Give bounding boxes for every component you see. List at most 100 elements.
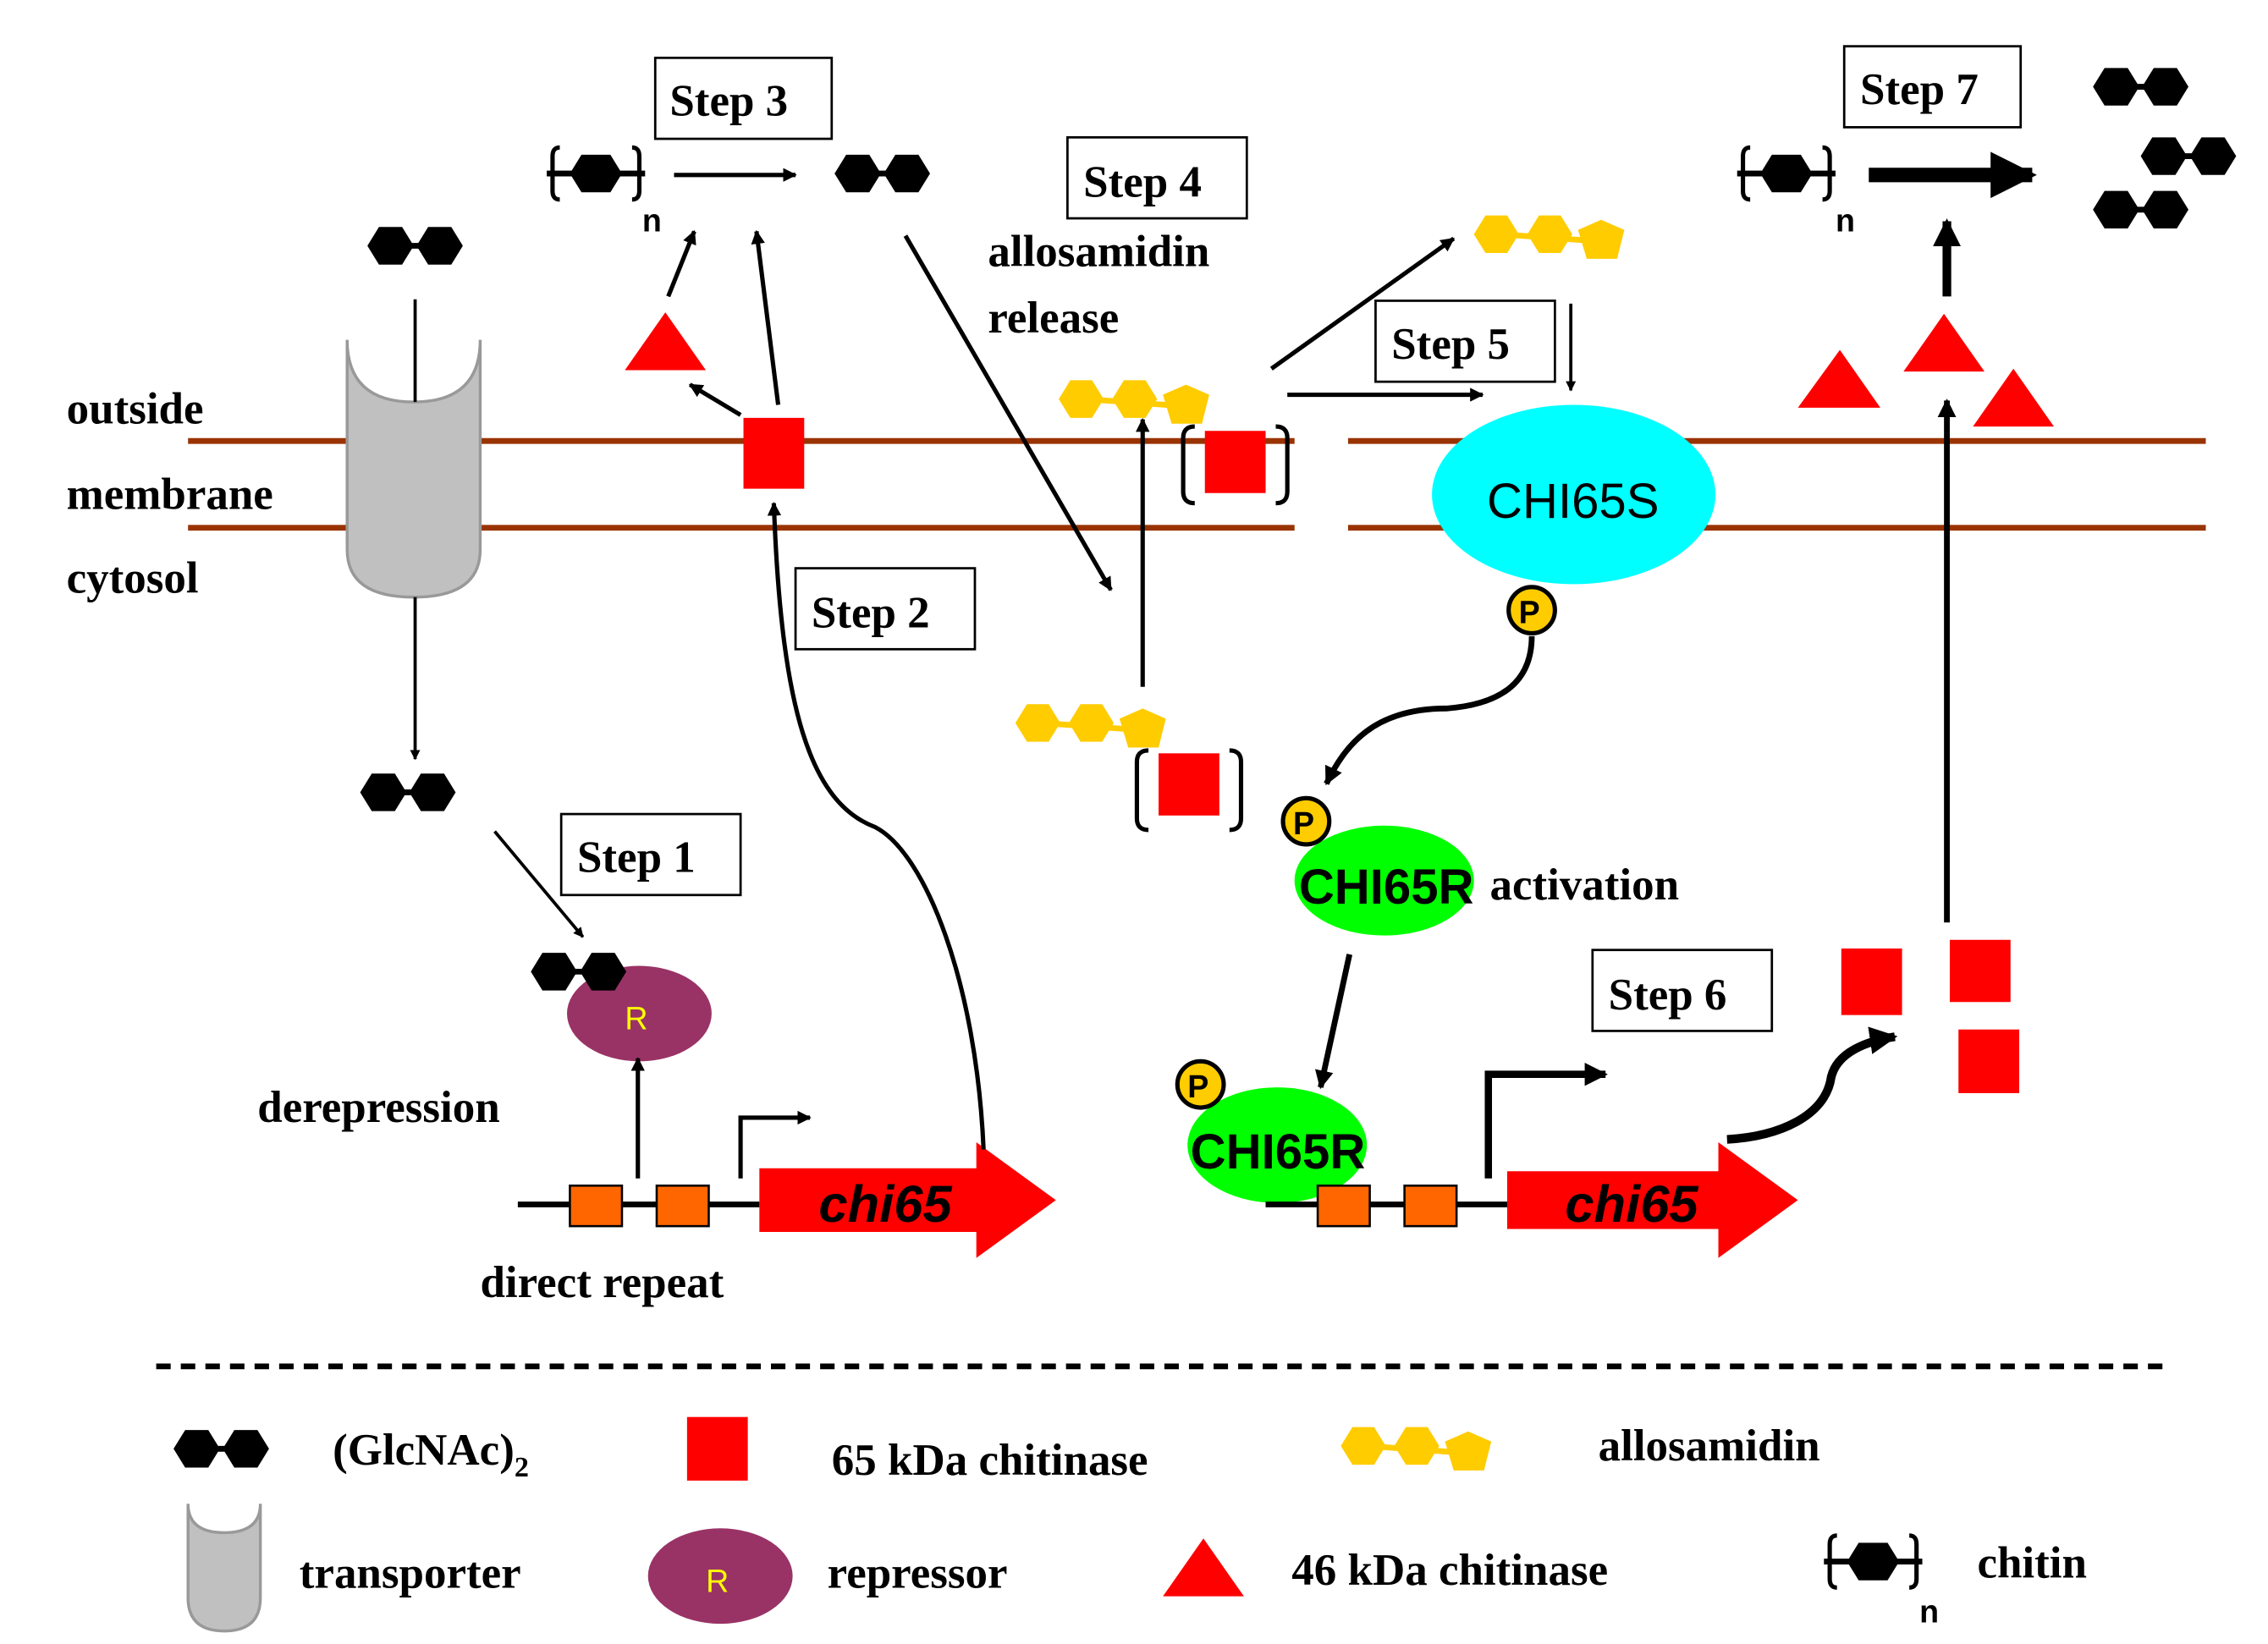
allosamidin-release-line2: release	[988, 294, 1119, 343]
chitinase65-allosamidin-cytosol-icon	[1159, 753, 1219, 816]
phospho-chi65r-active-icon	[1280, 795, 1332, 847]
chitinase46-step7-a	[1797, 349, 1880, 408]
derepression-label: derepression	[257, 1083, 499, 1132]
arrow-to-bound-chi65r	[1314, 954, 1353, 1090]
phospho-chi65s-letter: P	[1519, 595, 1540, 630]
chi65s-sensor-icon	[1432, 404, 1716, 585]
step1-label: Step 1	[577, 833, 696, 882]
gene-label-left: chi65	[818, 1175, 952, 1234]
glcnac2-cytosol-icon	[361, 773, 456, 811]
bracket-left-cytosol	[1134, 748, 1149, 833]
legend-transporter-label: transporter	[300, 1548, 521, 1597]
legend-glcnac2-icon	[173, 1430, 269, 1467]
step7-label: Step 7	[1860, 65, 1979, 114]
phospho-chi65s-icon	[1506, 585, 1557, 636]
chi65r-bound-label: CHI65R	[1191, 1124, 1366, 1179]
allosamidin-release-line1: allosamidin	[988, 227, 1209, 276]
allosamidin-free-icon	[1474, 216, 1625, 259]
bracket-left-membrane	[1181, 424, 1195, 506]
glcnac2-bound-repressor-icon	[531, 953, 626, 990]
direct-repeat-3	[1316, 1185, 1371, 1228]
legend-transporter-icon	[186, 1504, 262, 1633]
legend-repressor-letter: R	[706, 1563, 729, 1598]
direct-repeat-2	[655, 1185, 710, 1228]
label-membrane: membrane	[67, 470, 273, 520]
activation-label: activation	[1489, 860, 1679, 910]
step3-label: Step 3	[669, 77, 788, 126]
transporter-icon	[345, 339, 482, 599]
legend-chitin-label: chitin	[1977, 1538, 2087, 1587]
chitinase65-product-3	[1958, 1029, 2020, 1093]
arrow-46-to-chitin	[666, 229, 696, 298]
gene-arrow-right	[1506, 1142, 1798, 1258]
gene-label-right: chi65	[1565, 1175, 1698, 1234]
allosamidin-cytosol-icon	[1016, 704, 1166, 747]
glcnac2-product-step3-icon	[834, 155, 930, 192]
arrow-glcnac-to-cytosol	[903, 234, 1113, 591]
legend-repressor-icon	[647, 1528, 793, 1625]
chitinase65-membrane-icon	[743, 417, 805, 489]
legend-chitin-icon	[1824, 1536, 1922, 1588]
chitinase46-step7-b	[1903, 313, 1984, 372]
secretion-curve	[767, 502, 986, 1150]
arrow-to-repressor	[493, 830, 585, 938]
gene-arrow-left	[759, 1142, 1056, 1258]
direct-repeat-4	[1403, 1185, 1458, 1228]
step5-label: Step 5	[1391, 320, 1510, 369]
chi65r-active-label: CHI65R	[1299, 860, 1474, 915]
legend-glcnac2-label: (GlcNAc)2	[333, 1426, 529, 1483]
glcnac2-product-step7-a-icon	[2093, 68, 2188, 105]
bracket-right-membrane	[1275, 424, 1290, 506]
phospho-chi65r-active-letter: P	[1293, 806, 1314, 841]
step4-box	[1066, 135, 1248, 220]
promoter-arrow-left	[738, 1110, 812, 1179]
legend-chitinase46-icon	[1163, 1538, 1244, 1597]
glcnac2-product-step7-c-icon	[2093, 191, 2188, 228]
chitinase65-product-1	[1841, 948, 1902, 1015]
step4-label: Step 4	[1083, 157, 1202, 206]
legend-chitinase65-icon	[686, 1416, 748, 1481]
chitinase65-product-2	[1949, 939, 2011, 1003]
step5-box	[1374, 300, 1556, 383]
glcnac2-product-step7-b-icon	[2141, 137, 2237, 174]
step1-box	[559, 812, 742, 897]
direct-repeat-label: direct repeat	[480, 1258, 724, 1307]
chitin-icon-step3	[547, 147, 645, 200]
phosphotransfer-arrow	[1324, 635, 1535, 786]
legend-chitin-subscript: n	[1919, 1593, 1939, 1629]
legend-allosamidin-label: allosamidin	[1599, 1421, 1820, 1471]
phospho-chi65r-bound-letter: P	[1187, 1069, 1208, 1104]
chitin-subscript-step7: n	[1836, 202, 1855, 238]
step6-label: Step 6	[1609, 970, 1727, 1020]
label-cytosol: cytosol	[67, 554, 199, 603]
legend-chitinase46-label: 46 kDa chitinase	[1291, 1546, 1608, 1595]
step7-box	[1842, 45, 2023, 129]
chi65s-label: CHI65S	[1487, 474, 1659, 529]
repressor-letter: R	[625, 1001, 647, 1036]
step6-box	[1591, 948, 1774, 1032]
chi65r-active-icon	[1294, 825, 1474, 936]
legend-chitinase65-label: 65 kDa chitinase	[832, 1436, 1148, 1485]
direct-repeat-1	[569, 1185, 624, 1228]
glcnac2-outside-icon	[367, 227, 463, 264]
label-outside: outside	[67, 385, 204, 434]
arrow-allosamidin-release	[1269, 236, 1456, 371]
chitinase65-allosamidin-membrane-icon	[1204, 431, 1266, 493]
arrow-to-chitinase46	[688, 382, 742, 417]
legend-repressor-label: repressor	[828, 1548, 1008, 1597]
allosamidin-membrane-icon	[1059, 380, 1209, 423]
chitin-subscript-step3: n	[642, 202, 662, 238]
bracket-right-cytosol	[1229, 748, 1244, 833]
chitin-icon-step7	[1737, 147, 1836, 200]
step2-label: Step 2	[812, 589, 930, 638]
chitinase46-icon	[625, 312, 707, 371]
legend-allosamidin-icon	[1340, 1427, 1491, 1471]
chitinase46-step7-c	[1973, 368, 2055, 427]
step2-box	[794, 567, 977, 651]
chi65r-bound-icon	[1187, 1087, 1368, 1203]
translation-arrow	[1726, 1026, 1898, 1144]
step3-box	[653, 56, 834, 140]
promoter-arrow-right	[1484, 1063, 1608, 1179]
phospho-chi65r-bound-icon	[1175, 1058, 1226, 1110]
